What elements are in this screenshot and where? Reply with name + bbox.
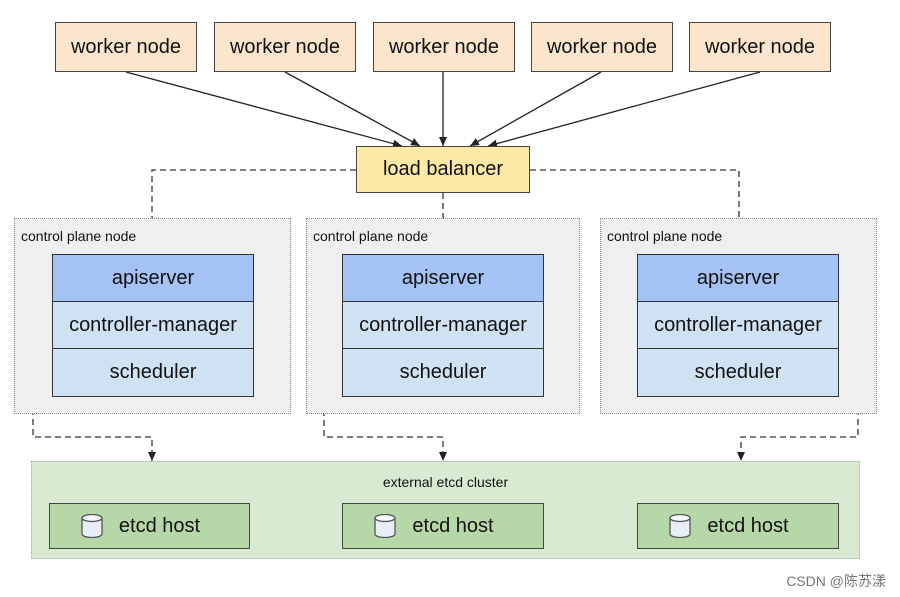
scheduler-label: scheduler [399, 361, 487, 383]
worker-node-2: worker node [214, 22, 356, 72]
database-icon [374, 514, 397, 538]
worker-node-5: worker node [689, 22, 831, 72]
worker-node-label: worker node [229, 35, 341, 58]
control-plane-label: control plane node [607, 228, 726, 244]
component-stack-1: apiserver controller-manager scheduler [52, 254, 254, 397]
controller-manager-box: controller-manager [638, 302, 838, 349]
control-plane-label: control plane node [313, 228, 432, 244]
controller-manager-label: controller-manager [654, 313, 822, 336]
worker-node-label: worker node [70, 35, 182, 58]
control-plane-label: control plane node [21, 228, 140, 244]
etcd-host-label: etcd host [118, 514, 201, 537]
scheduler-box: scheduler [343, 349, 543, 396]
controller-manager-box: controller-manager [343, 302, 543, 349]
watermark: CSDN @陈苏漾 [786, 573, 886, 589]
etcd-host-2: etcd host [342, 503, 544, 549]
controller-manager-box: controller-manager [53, 302, 253, 349]
etcd-host-label: etcd host [412, 514, 494, 537]
component-stack-2: apiserver controller-manager scheduler [342, 254, 544, 397]
worker-node-3: worker node [373, 22, 515, 72]
component-stack-3: apiserver controller-manager scheduler [637, 254, 839, 397]
worker-node-label: worker node [546, 35, 658, 58]
load-balancer: load balancer [356, 146, 530, 193]
scheduler-box: scheduler [638, 349, 838, 396]
database-icon [669, 514, 692, 538]
scheduler-box: scheduler [53, 349, 253, 396]
controller-manager-label: controller-manager [359, 313, 527, 336]
worker-node-label: worker node [388, 35, 500, 58]
worker-node-label: worker node [704, 35, 816, 58]
worker-node-4: worker node [531, 22, 673, 72]
database-icon [81, 514, 103, 538]
apiserver-box: apiserver [53, 255, 253, 302]
etcd-host-3: etcd host [637, 503, 839, 549]
apiserver-label: apiserver [401, 266, 485, 289]
apiserver-box: apiserver [343, 255, 543, 302]
worker-to-lb-arrows [125, 71, 761, 148]
worker-node-1: worker node [55, 22, 197, 72]
etcd-host-label: etcd host [707, 514, 789, 537]
scheduler-label: scheduler [694, 361, 782, 383]
controller-manager-label: controller-manager [69, 313, 237, 336]
etcd-host-1: etcd host [49, 503, 250, 549]
load-balancer-label: load balancer [382, 158, 504, 180]
apiserver-label: apiserver [111, 266, 195, 289]
apiserver-box: apiserver [638, 255, 838, 302]
scheduler-label: scheduler [109, 361, 197, 383]
etcd-cluster-label: external etcd cluster [382, 474, 509, 490]
apiserver-label: apiserver [696, 266, 780, 289]
